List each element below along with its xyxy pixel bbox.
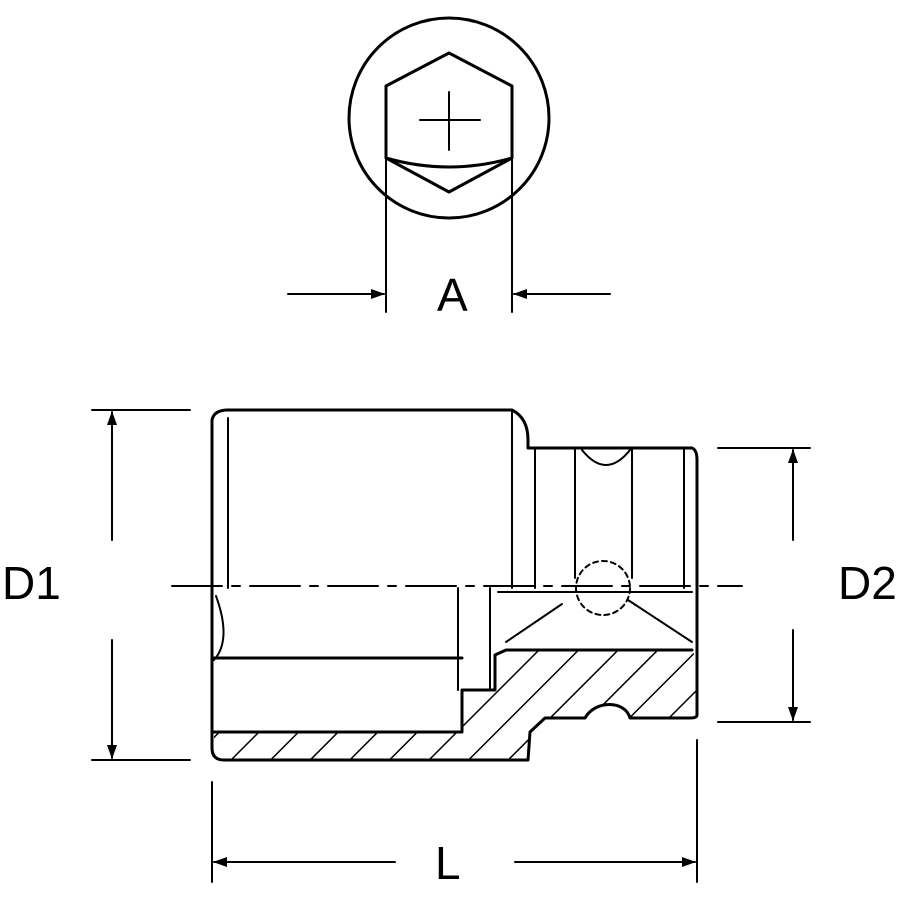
section-boundary bbox=[212, 648, 694, 734]
drive-chamfer-right bbox=[627, 599, 693, 643]
dimension-label-l: L bbox=[435, 837, 461, 889]
dimension-d1 bbox=[91, 409, 191, 761]
drive-chamfer-left bbox=[505, 603, 563, 643]
end-view bbox=[287, 16, 611, 313]
side-view bbox=[171, 408, 743, 762]
hex-chamfer-arc bbox=[384, 156, 514, 169]
hex-bore bbox=[384, 51, 514, 194]
hex-bore-left-edge bbox=[213, 595, 225, 661]
dimension-d2 bbox=[717, 447, 811, 723]
detent-groove-top bbox=[581, 449, 631, 466]
dimension-l bbox=[211, 739, 698, 883]
dimension-label-a: A bbox=[437, 269, 468, 321]
dimension-label-d1: D1 bbox=[2, 557, 61, 609]
dimension-label-d2: D2 bbox=[838, 557, 897, 609]
end-view-outer-circle bbox=[347, 16, 551, 220]
detent-ball-hidden bbox=[575, 560, 631, 616]
